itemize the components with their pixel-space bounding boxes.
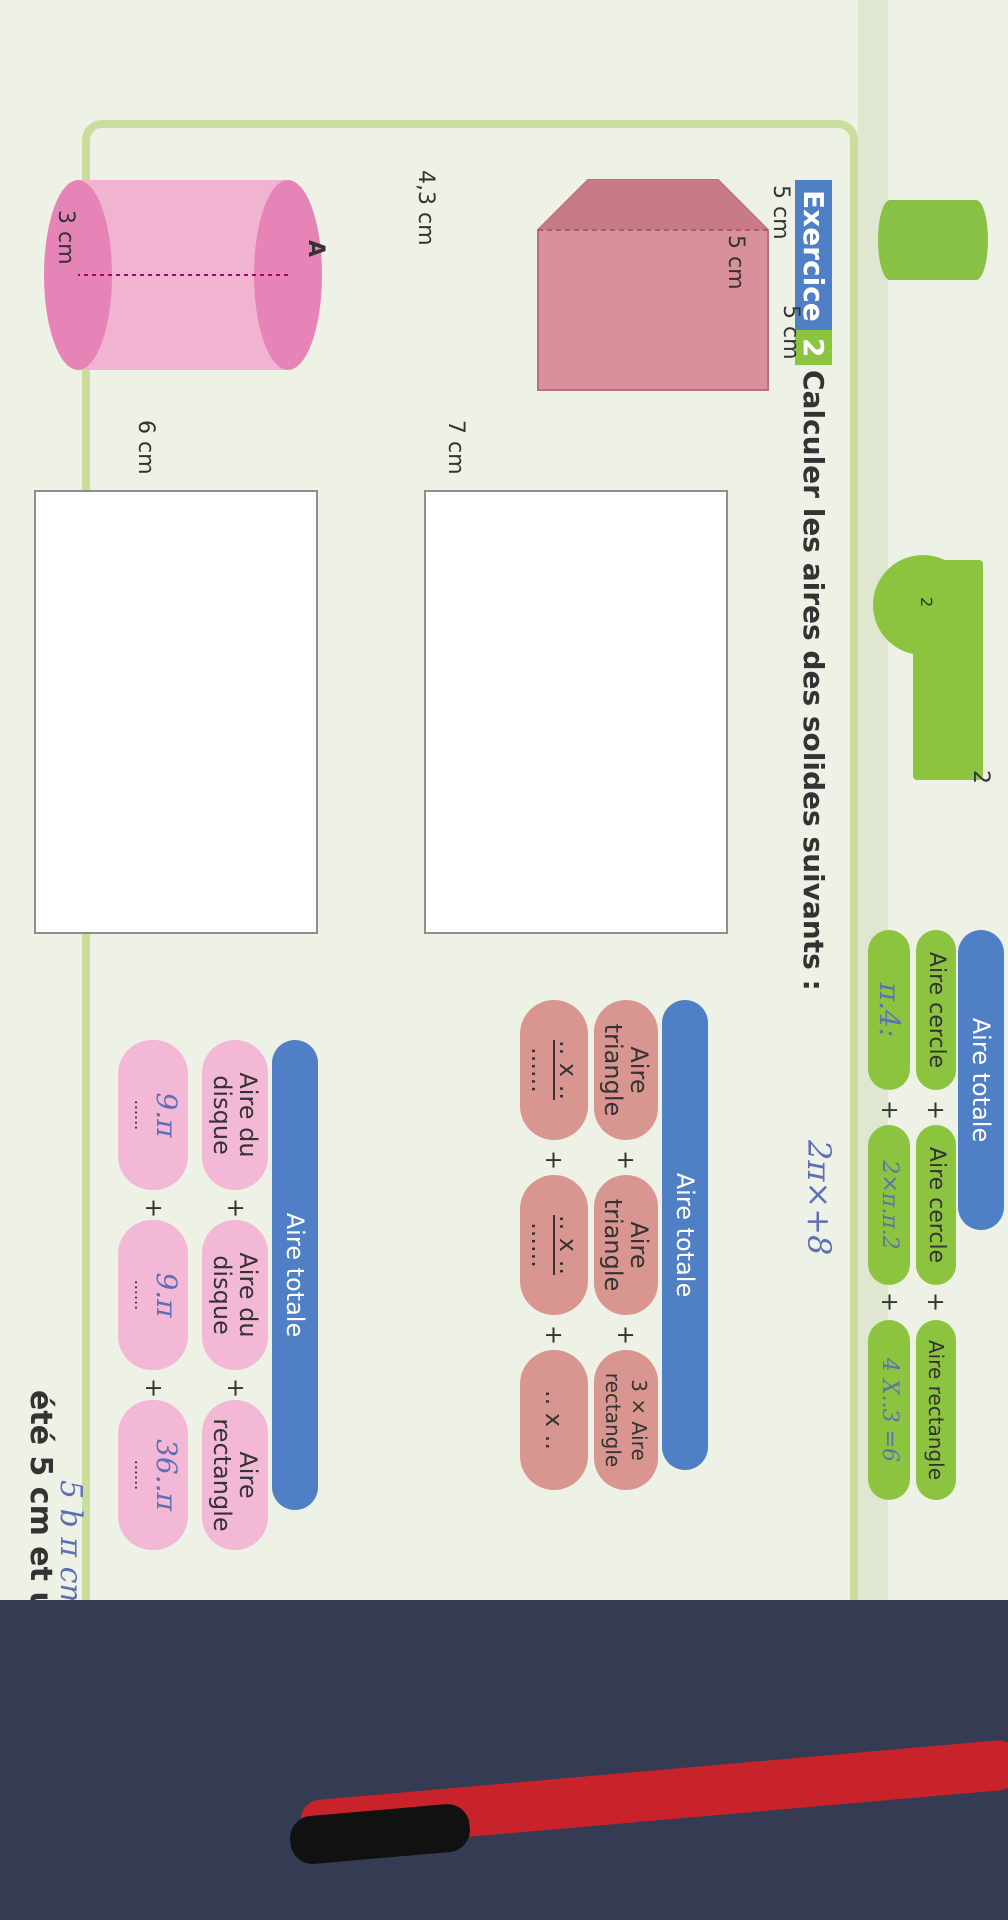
prism-dim-length: 7 cm — [443, 420, 468, 475]
prism-cell-1: Aire triangle — [594, 1000, 658, 1140]
top-aire-totale: Aire totale — [958, 930, 1004, 1230]
prism-plus-3: + — [540, 1150, 568, 1171]
cylinder-plus-2: + — [222, 1378, 250, 1399]
top-cell-1: Aire cercle — [916, 930, 956, 1090]
cylinder-dim-height: 6 cm — [133, 420, 158, 475]
cylinder-thumb-shape — [878, 200, 988, 280]
prism-dim-3: 5 cm — [778, 305, 803, 360]
prism-cell-2: Aire triangle — [594, 1175, 658, 1315]
prism-plus-4: + — [540, 1325, 568, 1346]
prism-plus-1: + — [612, 1150, 640, 1171]
prism-dim-2: 5 cm — [723, 235, 748, 290]
prism-answer-box[interactable] — [424, 490, 728, 934]
exercise-instruction: Calculer les aires des solides suivants … — [797, 370, 830, 991]
top-answer-2: 2×π.π.2 — [868, 1125, 910, 1285]
cylinder-answer-2[interactable]: 9.π...... — [118, 1220, 188, 1370]
prism-dim-height: 4,3 cm — [413, 170, 438, 246]
cylinder-point-a: A — [303, 240, 328, 258]
cylinder-drawing — [44, 180, 322, 370]
top-answer-1: π.4: — [868, 930, 910, 1090]
cylinder-plus-1: + — [222, 1198, 250, 1219]
cylinder-plus-4: + — [140, 1378, 168, 1399]
prism-plus-2: + — [612, 1325, 640, 1346]
cylinder-dim-radius: 3 cm — [53, 210, 78, 265]
prism-frac-2: .. x ........ — [520, 1175, 588, 1315]
prism-cell-3: 3 × Aire rectangle — [594, 1350, 658, 1490]
bottom-scribble: 5 b π cm — [53, 1480, 88, 1612]
rect-dim: 2 — [968, 770, 993, 784]
cylinder-answer-1[interactable]: 9.π...... — [118, 1040, 188, 1190]
prism-blank-3: .. x .. — [520, 1350, 588, 1490]
prism-drawing — [537, 179, 769, 391]
cylinder-cell-2: Aire du disque — [202, 1220, 268, 1370]
top-answer-3: 4 X..3 =6 — [868, 1320, 910, 1500]
prism-frac-1: .. x ........ — [520, 1000, 588, 1140]
top-plus-3: + — [876, 1100, 904, 1121]
prism-dim-1: 5 cm — [768, 185, 793, 240]
cylinder-answer-box[interactable] — [34, 490, 318, 934]
top-plus-1: + — [922, 1100, 950, 1121]
cylinder-cell-1: Aire du disque — [202, 1040, 268, 1190]
circle-dim: 2 — [917, 597, 936, 608]
cylinder-aire-totale: Aire totale — [272, 1040, 318, 1510]
cylinder-cell-3: Aire rectangle — [202, 1400, 268, 1550]
top-cell-3: Aire rectangle — [916, 1320, 956, 1500]
cylinder-answer-3[interactable]: 36..π...... — [118, 1400, 188, 1550]
cylinder-plus-3: + — [140, 1198, 168, 1219]
prism-aire-totale: Aire totale — [662, 1000, 708, 1470]
top-plus-2: + — [922, 1292, 950, 1313]
top-plus-4: + — [876, 1292, 904, 1313]
top-cell-2: Aire cercle — [916, 1125, 956, 1285]
